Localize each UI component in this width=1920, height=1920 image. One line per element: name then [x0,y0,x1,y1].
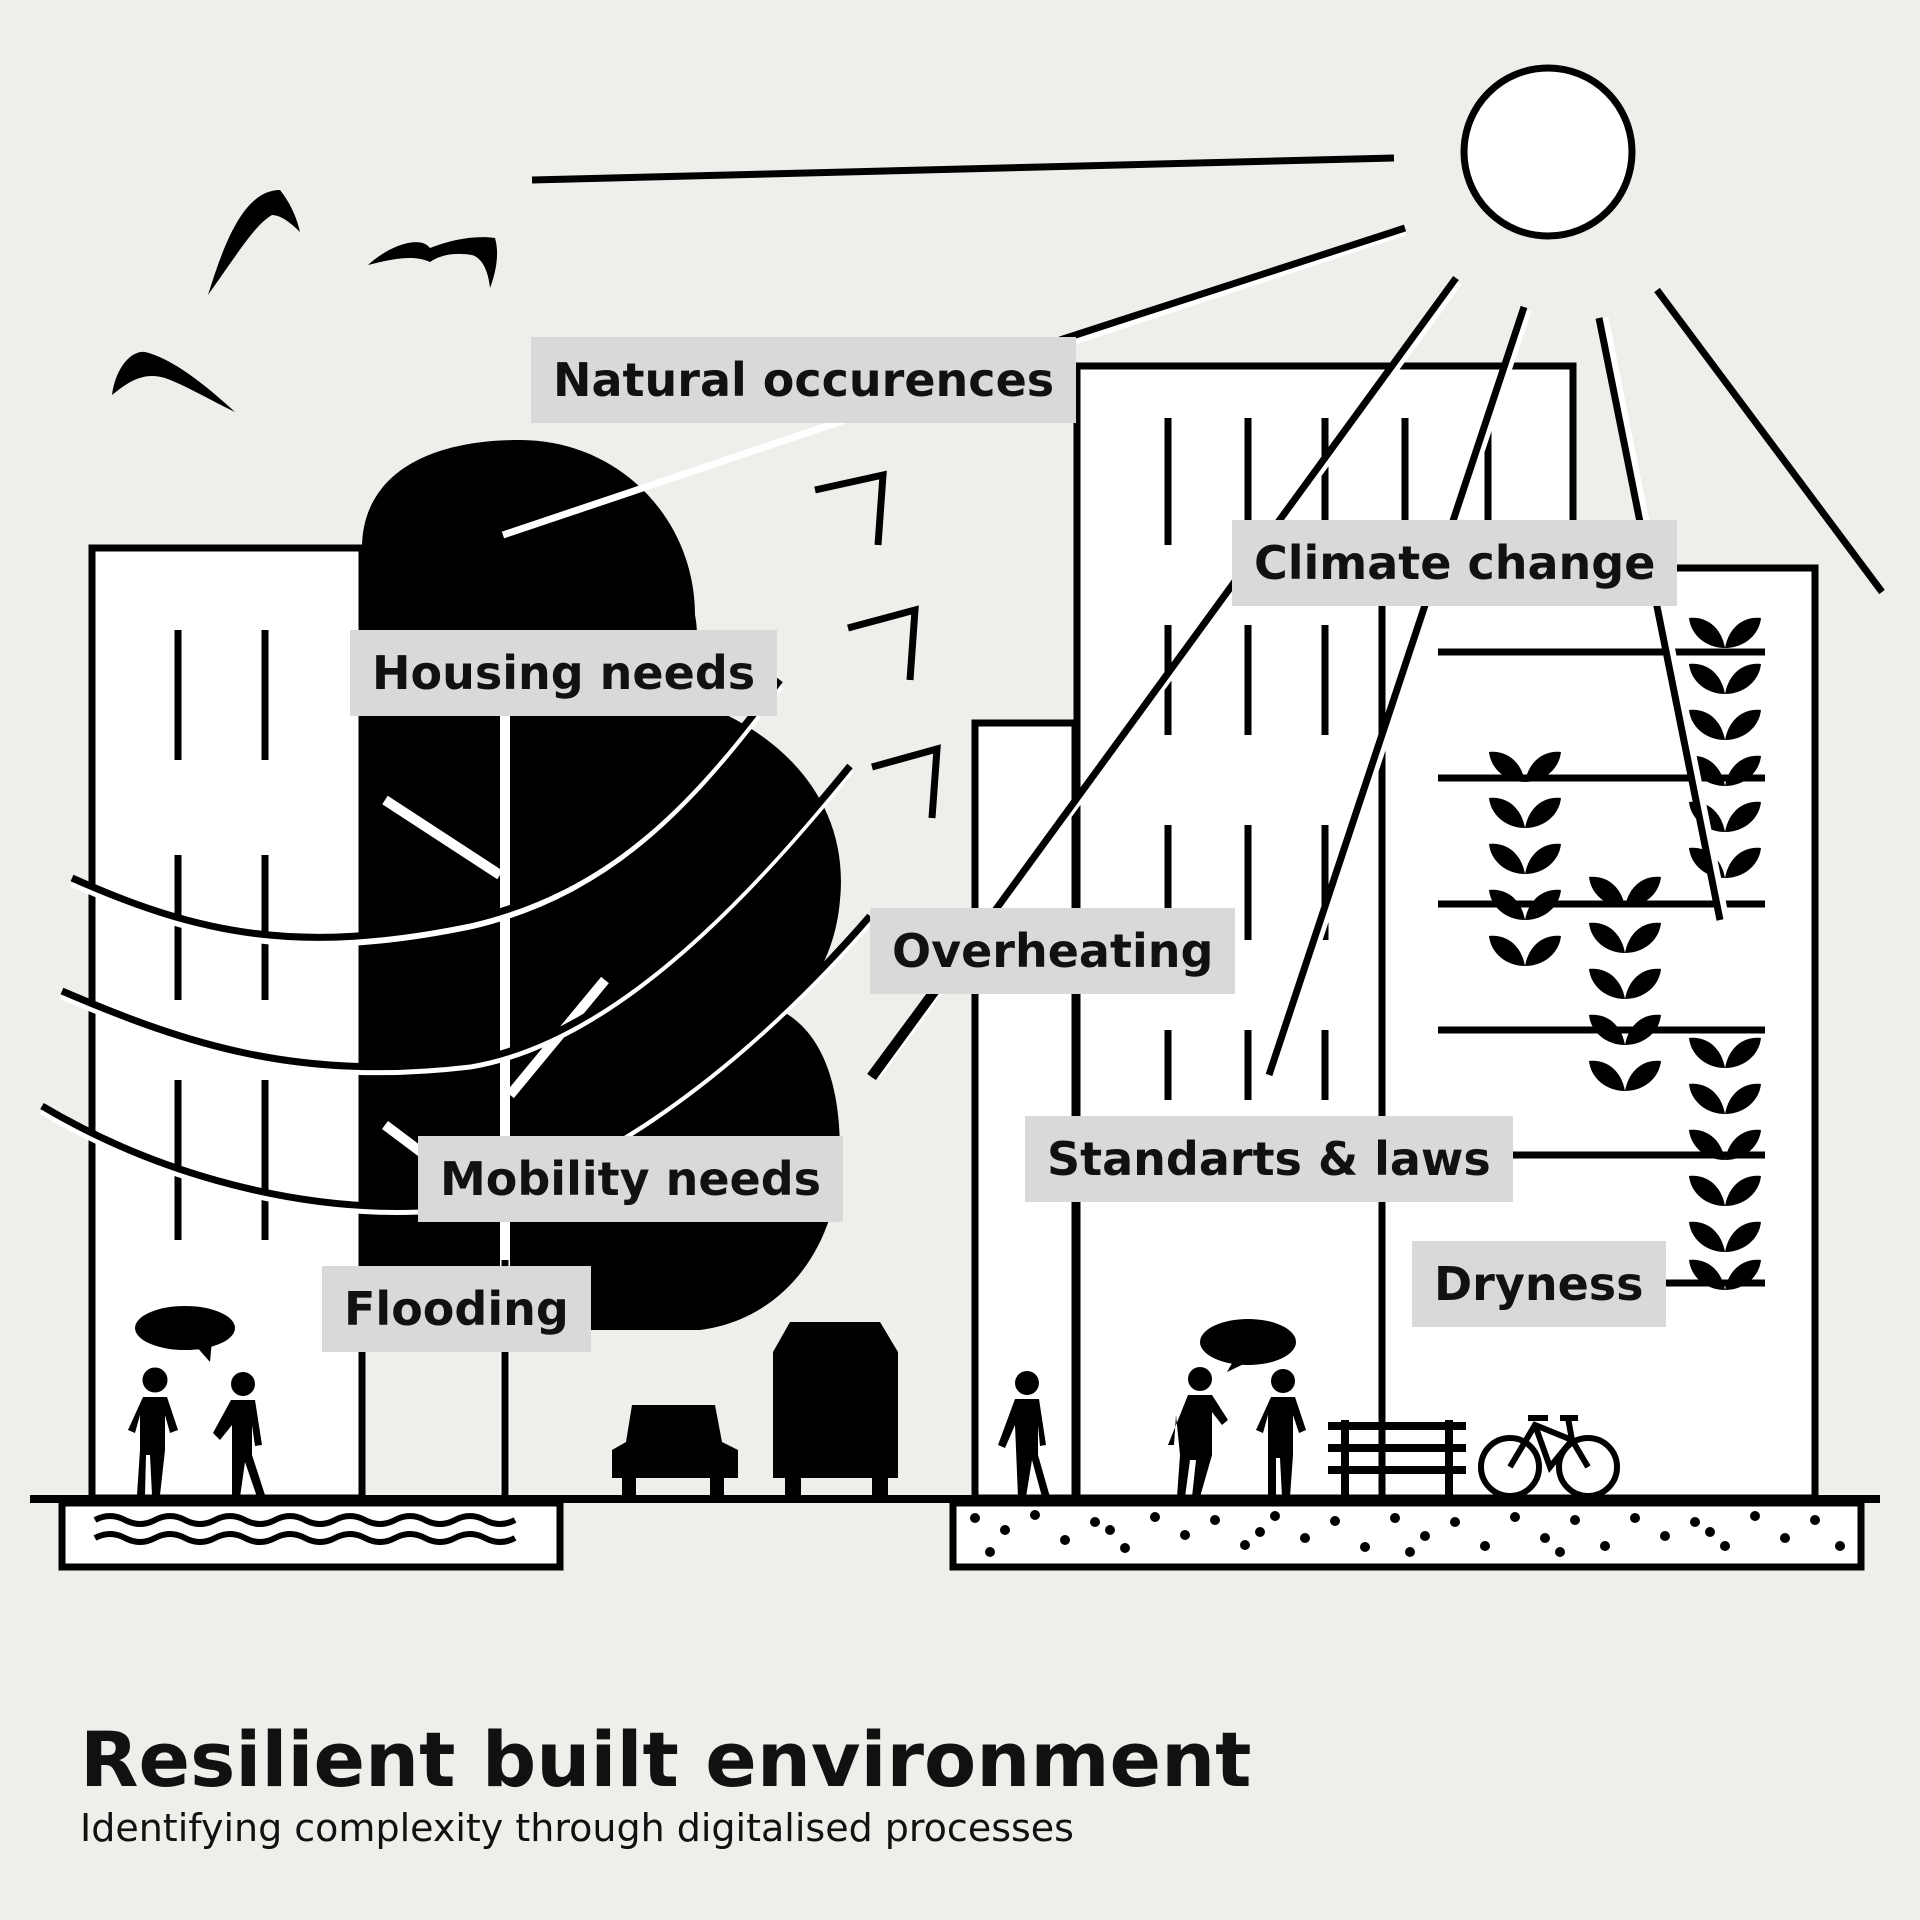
car-icon [612,1405,738,1498]
bicycle-icon [1478,1415,1620,1499]
left-building-windows [174,630,269,1240]
natural-ray [501,416,847,539]
person-icon [213,1372,265,1497]
label-climate-change: Climate change [1232,520,1678,606]
label-natural-occurences: Natural occurences [531,337,1077,423]
label-flooding: Flooding [322,1266,591,1352]
person-icon [998,1371,1050,1497]
sun-rays [531,154,1885,595]
label-standarts-laws: Standarts & laws [1025,1116,1513,1202]
label-overheating: Overheating [870,908,1236,994]
sun-icon [1460,64,1636,240]
person-icon [1256,1369,1306,1497]
arrowheads-icon [814,470,941,819]
dry-soil-dots [970,1510,1845,1557]
page-title: Resilient built environment [80,1715,1252,1804]
person-icon [1168,1367,1228,1497]
dry-soil [949,1499,1865,1571]
label-mobility-needs: Mobility needs [418,1136,844,1222]
label-housing-needs: Housing needs [350,630,778,716]
bus-icon [773,1322,898,1498]
page-subtitle: Identifying complexity through digitalis… [80,1806,1074,1850]
person-icon [128,1367,178,1495]
birds-icon [112,190,498,412]
water-waves-icon [93,1513,517,1545]
label-dryness: Dryness [1412,1241,1666,1327]
speech-bubble-icon [1200,1319,1296,1372]
speech-bubble-icon [135,1306,235,1362]
bench-icon [1328,1420,1466,1499]
